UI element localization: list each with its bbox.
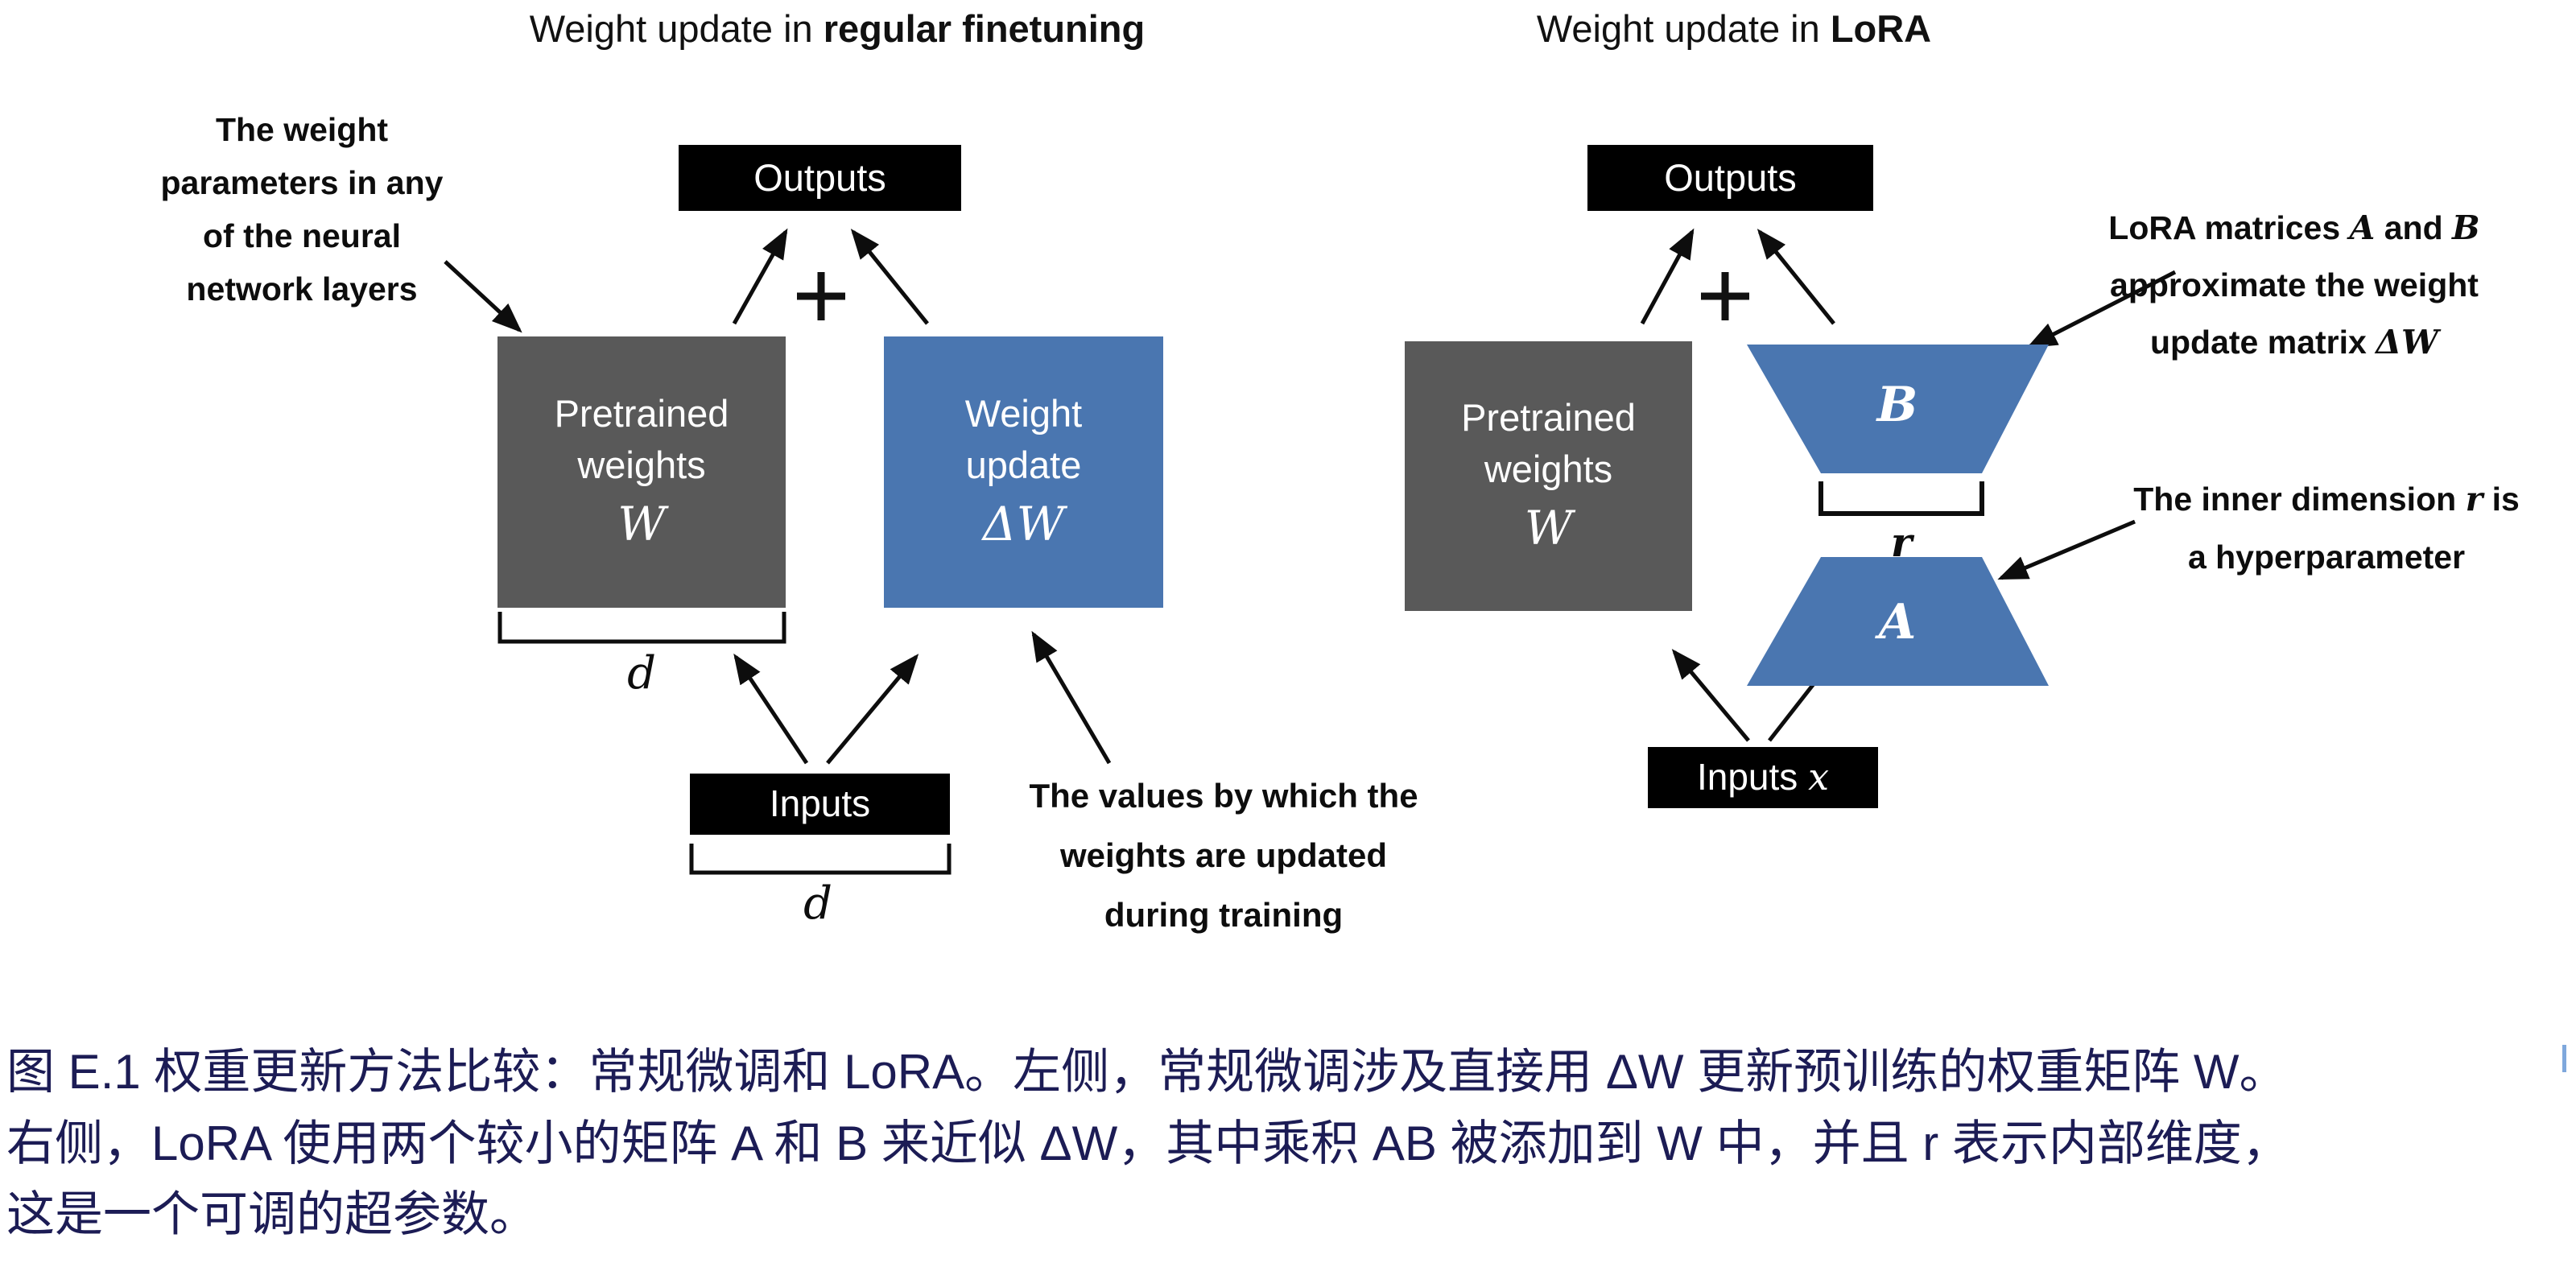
caption-line-1: 图 E.1 权重更新方法比较：常规微调和 LoRA。左侧，常规微调涉及直接用 Δ… <box>6 1045 2288 1099</box>
inner-dimension-note: The inner dimension r is a hyperparamete… <box>2125 470 2528 586</box>
matrix-a-letter: A <box>1878 594 1917 650</box>
note-text: update matrix <box>2149 324 2376 361</box>
arrow-inputsx-to-w <box>1671 649 1750 742</box>
left-panel-title: Weight update in regular finetuning <box>354 6 1320 51</box>
note-line: update matrix ΔW <box>2077 314 2512 371</box>
delta-w-symbol: ΔW <box>2376 323 2439 361</box>
pretrained-w-symbol: W <box>1524 501 1573 556</box>
weight-update-box: Weight update ΔW <box>884 336 1163 608</box>
r-dimension-label: r <box>1890 518 1913 566</box>
b-symbol: B <box>2452 208 2480 247</box>
d-dimension-label-weights: d <box>627 647 656 700</box>
pretrained-w-symbol: W <box>617 497 666 552</box>
arrow-valuesnote-to-dw <box>1031 630 1112 765</box>
dim-bracket-weights <box>497 612 786 644</box>
note-line: The inner dimension r is <box>2125 470 2528 528</box>
stray-caret-mark <box>2562 1045 2566 1072</box>
note-line: a hyperparameter <box>2187 539 2466 576</box>
pretrained-label-line: Pretrained <box>1461 395 1636 439</box>
arrow-right-w-to-outputs <box>1640 228 1695 325</box>
inputs-x-box: Inputs x <box>1648 747 1878 808</box>
right-outputs-label: Outputs <box>1664 155 1797 199</box>
x-symbol: x <box>1808 755 1830 799</box>
left-title-prefix: Weight update in <box>529 7 824 50</box>
pretrained-label-line: weights <box>577 444 706 487</box>
note-line: The values by which the <box>1029 777 1418 815</box>
right-title-prefix: Weight update in <box>1536 7 1831 50</box>
inputs-x-label: Inputs x <box>1697 752 1829 803</box>
values-updated-note: The values by which the weights are upda… <box>990 766 1457 945</box>
arrow-innernote-to-r <box>1997 519 2136 580</box>
left-inputs-label: Inputs <box>769 782 871 825</box>
left-outputs-label: Outputs <box>753 155 886 199</box>
pretrained-label-line: Pretrained <box>554 391 729 435</box>
note-text: is <box>2483 481 2520 518</box>
dim-bracket-r <box>1818 481 1984 516</box>
arrow-left-inputs-to-w <box>733 653 809 765</box>
matrix-b-trapezoid <box>1747 345 2049 473</box>
arrow-right-b-to-outputs <box>1757 229 1835 325</box>
note-line: parameters in any <box>160 164 444 201</box>
r-symbol: r <box>2465 480 2483 518</box>
left-outputs-box: Outputs <box>679 145 961 211</box>
pretrained-label-line: weights <box>1484 448 1613 491</box>
left-inputs-box: Inputs <box>690 774 950 835</box>
right-pretrained-weights-box: Pretrained weights W <box>1405 341 1692 611</box>
caption-line-2: 右侧，LoRA 使用两个较小的矩阵 A 和 B 来近似 ΔW，其中乘积 AB 被… <box>6 1116 2290 1170</box>
dim-bracket-inputs <box>689 844 952 875</box>
note-text: The inner dimension <box>2133 481 2466 518</box>
note-line: of the neural <box>202 217 402 254</box>
arrow-left-dw-to-outputs <box>850 229 929 325</box>
note-line: approximate the weight <box>2110 266 2479 303</box>
inputs-x-text: Inputs <box>1696 756 1809 799</box>
right-title-bold: LoRA <box>1830 7 1932 50</box>
caption-line-3: 这是一个可调的超参数。 <box>6 1187 538 1241</box>
d-dimension-label-inputs: d <box>803 877 832 930</box>
update-label-line: update <box>965 444 1082 487</box>
left-title-bold: regular finetuning <box>823 7 1146 50</box>
left-pretrained-weights-box: Pretrained weights W <box>497 336 786 608</box>
note-line: network layers <box>186 270 418 307</box>
note-text: LoRA matrices <box>2108 209 2350 246</box>
matrix-a-trapezoid <box>1747 557 2049 686</box>
note-line: The weight <box>215 111 389 148</box>
arrow-left-w-to-outputs <box>732 228 788 325</box>
note-text: and <box>2375 209 2453 246</box>
matrix-b-letter: B <box>1876 377 1918 433</box>
arrow-left-inputs-to-dw <box>826 654 919 765</box>
delta-w-symbol: ΔW <box>982 497 1065 552</box>
note-line: LoRA matrices A and B <box>2077 200 2512 257</box>
right-outputs-box: Outputs <box>1587 145 1873 211</box>
note-line: during training <box>1104 896 1344 934</box>
arrow-loranote-to-b <box>2026 270 2177 349</box>
right-panel-title: Weight update in LoRA <box>1331 6 2136 51</box>
lora-matrices-note: LoRA matrices A and B approximate the we… <box>2077 200 2512 371</box>
weight-parameters-note: The weight parameters in any of the neur… <box>93 103 511 316</box>
note-line: weights are updated <box>1059 836 1388 874</box>
arrow-weightnote-to-pretrained <box>444 260 522 333</box>
update-label-line: Weight <box>964 391 1083 435</box>
a-symbol: A <box>2349 208 2376 247</box>
